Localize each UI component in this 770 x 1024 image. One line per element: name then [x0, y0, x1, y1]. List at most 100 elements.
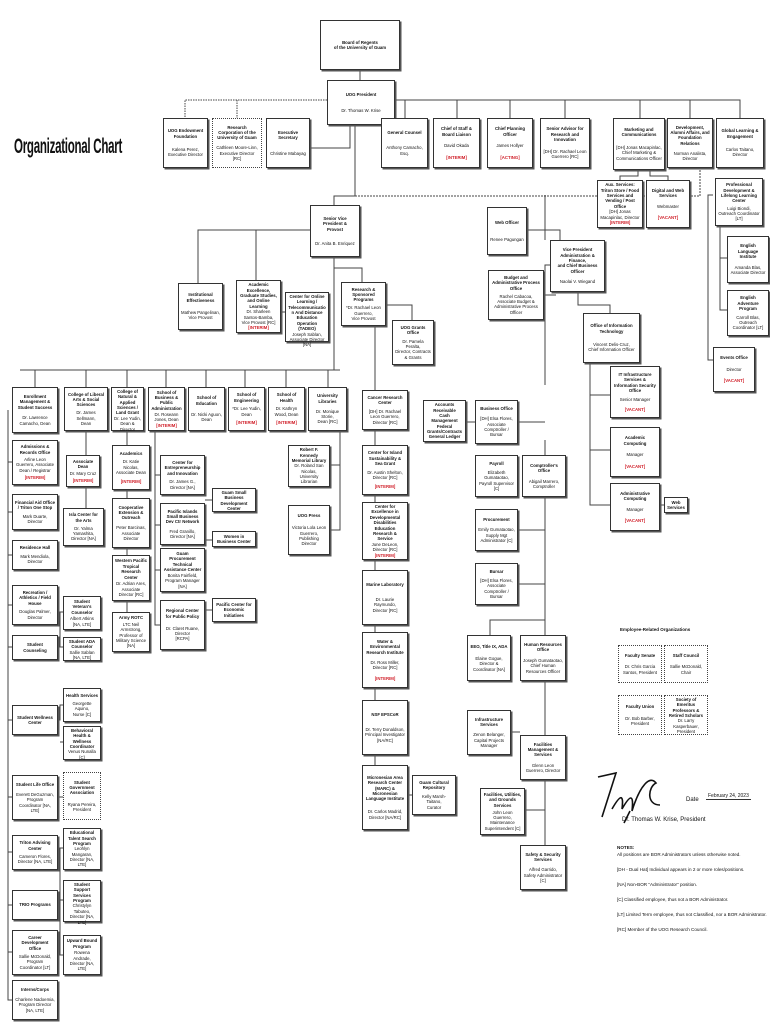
accounts-receivable-box[interactable]: Accounts Receivable Cash Management Fede… [423, 400, 466, 442]
student-wellness-center-box[interactable]: Student Wellness Center [12, 705, 58, 735]
marketing-communications-box[interactable]: Marketing and Communications[DH] Jonas M… [613, 118, 665, 170]
marc-box[interactable]: Micronesian Area Research Center (MARC) … [362, 765, 408, 830]
web-services-box[interactable]: Web Services [664, 497, 688, 513]
trio-programs-box[interactable]: TRIO Programs [12, 890, 58, 920]
facilities-grounds-box[interactable]: Facilities, Utilities, and Grounds Servi… [480, 788, 525, 835]
auxiliary-services-box[interactable]: Aux. Services: Triton Store / Food Servi… [597, 180, 643, 228]
it-infrastructure-box[interactable]: IT Infrastructure Services & Information… [610, 366, 660, 418]
vp-administration-finance-box[interactable]: Vice President Administration & Finance,… [550, 240, 605, 292]
budget-office-box[interactable]: Budget and Administrative Process Office… [488, 270, 544, 320]
tadeo-box[interactable]: Center for Online Learning / Telecommuni… [285, 292, 329, 347]
guam-small-business-center-box[interactable]: Guam Small Business Development Center [212, 488, 256, 512]
bursar-box[interactable]: Bursar[DH] Elsa Flores, Associate Comptr… [475, 563, 518, 605]
senior-advisor-research-box[interactable]: Senior Advisor for Research and Innovati… [540, 118, 590, 168]
women-in-business-box[interactable]: Women in Business Center [212, 531, 256, 547]
college-natural-sciences-box[interactable]: College of Natural & Applied Sciences / … [111, 387, 144, 432]
business-office-box[interactable]: Business Office[DH] Elsa Flores, Associa… [475, 400, 518, 444]
water-research-institute-box[interactable]: Water & Environmental Research Institute… [362, 632, 408, 688]
unit-head: Manager [626, 507, 644, 512]
tropical-research-center-box[interactable]: Western Pacific Tropical Research Center… [112, 555, 150, 601]
college-liberal-arts-box[interactable]: College of Liberal Arts & Social Science… [64, 387, 108, 431]
entrepreneurship-center-box[interactable]: Center for Entrepreneurship and Innovati… [160, 455, 205, 495]
research-corporation-box[interactable]: Research Corporation of the University o… [212, 118, 262, 168]
student-counseling-box[interactable]: Student Counseling [12, 635, 58, 660]
island-sustainability-box[interactable]: Center for Island Sustainability & Sea G… [362, 445, 408, 495]
procurement-assistance-box[interactable]: Guam Procurement Technical Assistance Ce… [160, 548, 205, 592]
economic-initiatives-box[interactable]: Pacific Center for Economic Initiatives [212, 598, 256, 622]
school-of-business-box[interactable]: School of Business & Public Administrati… [148, 387, 185, 431]
cedders-box[interactable]: Center for Excellence in Developmental D… [362, 502, 408, 560]
unit-title: IT Infrastructure Services & Information… [614, 371, 656, 394]
small-business-network-box[interactable]: Pacific Islands Small Business Dev Ctr N… [160, 503, 205, 545]
school-of-engineering-box[interactable]: School of Engineering*Dr. Lee Yudin, Dea… [228, 387, 265, 431]
development-alumni-box[interactable]: Development, Alumni Affairs, and Foundat… [667, 118, 713, 168]
research-sponsored-programs-box[interactable]: Research & Sponsored Programs*Dr. Rachae… [341, 282, 386, 326]
behavioral-health-box[interactable]: Behavioral Health & Wellness Coordinator… [63, 726, 101, 760]
cancer-research-center-box[interactable]: Cancer Research Center[DH] Dr. Rachael L… [362, 390, 408, 430]
emeritus-society-box[interactable]: Society of Emeritus Professors & Retired… [664, 695, 708, 735]
board-of-regents-box[interactable]: Board of Regents of the University of Gu… [320, 20, 400, 70]
professional-development-box[interactable]: Professional Development & Lifelong Lear… [715, 178, 763, 226]
academic-excellence-box[interactable]: Academic Excellence, Graduate Studies, a… [236, 280, 281, 333]
